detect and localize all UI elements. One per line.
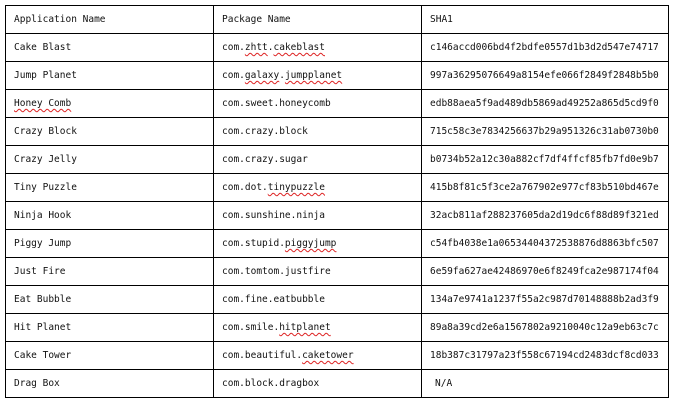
header-package-name: Package Name: [213, 5, 422, 34]
package-name-cell: com.sunshine.ninja: [213, 201, 422, 230]
table-row: Ninja Hook com.sunshine.ninja 32acb811af28…: [5, 201, 669, 230]
sha1-cell: c146accd006bd4f2bdfe0557d1b3d2d547e74717: [421, 33, 669, 62]
package-name-cell: com.block.dragbox: [213, 369, 422, 398]
package-name-part: com.stupid.: [222, 238, 285, 249]
app-name: Cake Tower: [14, 350, 72, 361]
table-row: Eat Bubble com.fine.eatbubble 134a7e9741a1…: [5, 285, 669, 314]
package-name-part: com.block.dragbox: [222, 378, 320, 389]
app-name-cell: Honey Comb: [5, 89, 214, 118]
app-name: Ninja Hook: [14, 210, 72, 221]
sha1-cell: 715c58c3e7834256637b29a951326c31ab0730b0: [421, 117, 669, 146]
package-name-part: com.crazy.sugar: [222, 154, 308, 165]
package-name-cell: com.dot.tinypuzzle: [213, 173, 422, 202]
sha1-cell: 18b387c31797a23f558c67194cd2483dcf8cd033: [421, 341, 669, 370]
package-name-cell: com.smile.hitplanet: [213, 313, 422, 342]
app-name-cell: Hit Planet: [5, 313, 214, 342]
app-name: Eat Bubble: [14, 294, 72, 305]
package-name-misspelled-word: jumpplanet: [284, 70, 343, 81]
package-name-part: com.smile.: [222, 322, 280, 333]
package-name-part: com.sweet.honeycomb: [222, 98, 331, 109]
package-name-part: com.: [222, 42, 245, 53]
table-row: Honey Comb com.sweet.honeycomb edb88aea5f9…: [5, 89, 669, 118]
sha1-cell: c54fb4038e1a06534404372538876d8863bfc507: [421, 229, 669, 258]
package-name-misspelled-word: tinypuzzle: [267, 182, 325, 193]
app-name: Tiny Puzzle: [14, 182, 77, 193]
app-name-cell: Crazy Jelly: [5, 145, 214, 174]
app-name: Jump Planet: [14, 70, 77, 81]
sha1-cell: 415b8f81c5f3ce2a767902e977cf83b510bd467e: [421, 173, 669, 202]
package-name-cell: com.crazy.sugar: [213, 145, 422, 174]
package-name-part: com.crazy.block: [222, 126, 308, 137]
package-name-cell: com.galaxy.jumpplanet: [213, 61, 422, 90]
app-name: Just Fire: [14, 266, 66, 277]
package-name-cell: com.sweet.honeycomb: [213, 89, 422, 118]
sha1-cell: 32acb811af288237605da2d19dc6f88d89f321ed: [421, 201, 669, 230]
app-name: Honey Comb: [14, 98, 72, 109]
package-name-cell: com.tomtom.justfire: [213, 257, 422, 286]
app-name-cell: Jump Planet: [5, 61, 214, 90]
package-name-part: com.beautiful.: [222, 350, 303, 361]
app-name-cell: Just Fire: [5, 257, 214, 286]
sha1-cell: 6e59fa627ae42486970e6f8249fca2e987174f04: [421, 257, 669, 286]
app-name: Hit Planet: [14, 322, 72, 333]
app-name-cell: Cake Tower: [5, 341, 214, 370]
package-name-part: com.dot.: [222, 182, 268, 193]
app-name: Crazy Jelly: [14, 154, 77, 165]
sha1-cell: N/A: [421, 369, 669, 398]
app-name: Piggy Jump: [14, 238, 72, 249]
table-row: Drag Box com.block.dragbox N/A: [5, 369, 669, 398]
package-name-misspelled-word: galaxy: [244, 70, 280, 81]
package-name-cell: com.fine.eatbubble: [213, 285, 422, 314]
app-name: Cake Blast: [14, 42, 72, 53]
app-name: Drag Box: [14, 378, 60, 389]
package-name-part: com.fine.eatbubble: [222, 294, 325, 305]
package-name-part: com.sunshine.ninja: [222, 210, 325, 221]
header-application-name: Application Name: [5, 5, 214, 34]
app-name: Crazy Block: [14, 126, 77, 137]
package-name-misspelled-word: cakeblast: [273, 42, 325, 53]
package-name-misspelled-word: hitplanet: [279, 322, 331, 333]
package-name-part: com.tomtom.justfire: [222, 266, 331, 277]
package-name-misspelled-word: zhtt: [244, 42, 268, 53]
package-name-misspelled-word: caketower: [302, 350, 354, 361]
sha1-cell: 89a8a39cd2e6a1567802a9210040c12a9eb63c7c: [421, 313, 669, 342]
sha1-cell: 997a36295076649a8154efe066f2849f2848b5b0: [421, 61, 669, 90]
app-name-cell: Eat Bubble: [5, 285, 214, 314]
package-name-cell: com.stupid.piggyjump: [213, 229, 422, 258]
table-row: Just Fire com.tomtom.justfire 6e59fa627ae4…: [5, 257, 669, 286]
header-row: Application Name Package Name SHA1: [5, 5, 669, 34]
app-name-cell: Crazy Block: [5, 117, 214, 146]
package-name-cell: com.beautiful.caketower: [213, 341, 422, 370]
package-name-part: .: [279, 70, 285, 81]
app-name-cell: Ninja Hook: [5, 201, 214, 230]
apps-table: Application Name Package Name SHA1 Cake …: [5, 5, 669, 398]
header-sha1: SHA1: [421, 5, 669, 34]
app-name-cell: Cake Blast: [5, 33, 214, 62]
app-name-cell: Tiny Puzzle: [5, 173, 214, 202]
package-name-misspelled-word: piggyjump: [284, 238, 337, 249]
app-name-cell: Drag Box: [5, 369, 214, 398]
table-row: Crazy Jelly com.crazy.sugar b0734b52a12c30…: [5, 145, 669, 174]
package-name-part: .: [267, 42, 274, 53]
sha1-cell: 134a7e9741a1237f55a2c987d70148888b2ad3f9: [421, 285, 669, 314]
package-name-cell: com.zhtt.cakeblast: [213, 33, 422, 62]
package-name-part: com.: [222, 70, 245, 81]
sha1-cell: b0734b52a12c30a882cf7df4ffcf85fb7fd0e9b7: [421, 145, 669, 174]
sha1-cell: edb88aea5f9ad489db5869ad49252a865d5cd9f0: [421, 89, 669, 118]
app-name-cell: Piggy Jump: [5, 229, 214, 258]
table-row: Crazy Block com.crazy.block 715c58c3e78342…: [5, 117, 669, 146]
package-name-cell: com.crazy.block: [213, 117, 422, 146]
